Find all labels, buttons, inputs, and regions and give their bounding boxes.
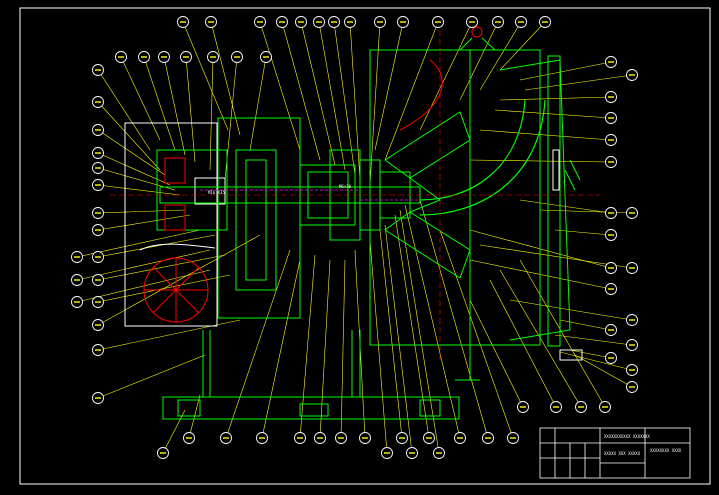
leader-line bbox=[499, 21, 546, 71]
leader-line bbox=[499, 96, 612, 101]
leader-line bbox=[319, 259, 331, 439]
leader-line bbox=[559, 351, 633, 371]
leader-line bbox=[97, 152, 171, 186]
leader-line bbox=[97, 354, 206, 399]
leader-lines bbox=[76, 21, 633, 454]
leader-line bbox=[185, 56, 196, 163]
leader-line bbox=[479, 21, 522, 91]
drawing-frame bbox=[19, 7, 711, 485]
lifting-hook bbox=[471, 26, 483, 38]
leader-line bbox=[369, 239, 388, 454]
leader-line bbox=[494, 109, 612, 119]
leader-line bbox=[162, 409, 186, 454]
leader-line bbox=[120, 56, 161, 141]
leader-line bbox=[519, 259, 606, 408]
leader-line bbox=[489, 279, 557, 408]
leader-line bbox=[574, 354, 633, 388]
leader-line bbox=[384, 21, 439, 161]
leader-line bbox=[97, 184, 181, 196]
leader-line bbox=[419, 199, 489, 439]
leader-line bbox=[97, 214, 191, 231]
leader-line bbox=[554, 334, 633, 346]
pump-assembly bbox=[124, 26, 583, 420]
leader-line bbox=[349, 21, 361, 181]
leader-line bbox=[97, 234, 216, 258]
coupling-housing bbox=[217, 117, 301, 319]
leader-line bbox=[318, 21, 346, 171]
title-block bbox=[539, 427, 691, 479]
leader-line bbox=[469, 299, 524, 408]
hidden-lines bbox=[200, 189, 420, 201]
center-lines bbox=[110, 30, 600, 360]
leader-line bbox=[399, 209, 440, 454]
leader-line bbox=[225, 249, 291, 439]
leader-line bbox=[419, 21, 473, 131]
motor-body bbox=[124, 122, 218, 327]
leader-line bbox=[97, 254, 226, 281]
leader-line bbox=[379, 229, 403, 439]
leader-line bbox=[97, 129, 166, 176]
leader-line bbox=[163, 56, 186, 156]
leader-line bbox=[569, 349, 612, 359]
leader-line bbox=[554, 229, 612, 236]
leader-line bbox=[97, 69, 151, 151]
leader-line bbox=[459, 21, 499, 101]
title-block-main: XXXXXXXXXXX XXXXXXX bbox=[604, 434, 650, 439]
leader-line bbox=[519, 61, 612, 81]
impeller bbox=[384, 111, 471, 179]
leader-line bbox=[340, 259, 346, 439]
leader-line bbox=[182, 21, 229, 131]
leader-line bbox=[369, 21, 381, 186]
leader-line bbox=[300, 21, 336, 166]
leader-line bbox=[479, 129, 612, 141]
volute bbox=[419, 99, 526, 201]
leader-line bbox=[404, 204, 461, 439]
shaft-label-right: M6×30 bbox=[339, 184, 352, 189]
leader-line bbox=[143, 56, 176, 151]
leader-line bbox=[209, 56, 214, 171]
leader-line bbox=[299, 254, 316, 439]
part-balloons bbox=[71, 16, 638, 459]
leader-line bbox=[394, 214, 430, 439]
leader-line bbox=[524, 74, 633, 91]
leader-line bbox=[97, 167, 176, 191]
leader-line bbox=[439, 229, 514, 439]
leader-line bbox=[97, 209, 186, 214]
leader-line bbox=[374, 21, 404, 151]
leader-line bbox=[259, 21, 301, 151]
leader-line bbox=[539, 209, 633, 214]
leader-line bbox=[97, 319, 241, 351]
leader-line bbox=[333, 21, 356, 176]
base-plate bbox=[162, 396, 460, 420]
shaft-label-left: M16 X35 bbox=[208, 190, 225, 195]
leader-line bbox=[509, 299, 633, 321]
pump-casing bbox=[369, 49, 541, 346]
leader-line bbox=[249, 56, 267, 151]
leader-line bbox=[210, 21, 241, 136]
leader-line bbox=[97, 101, 161, 171]
leader-line bbox=[261, 259, 301, 439]
leader-line bbox=[281, 21, 321, 161]
title-block-sub: XXXXX XXX XXXXX bbox=[604, 451, 641, 456]
leader-line bbox=[559, 319, 612, 331]
title-block-number: XXXXXXXX XXXX bbox=[650, 448, 682, 453]
leader-line bbox=[384, 224, 413, 454]
